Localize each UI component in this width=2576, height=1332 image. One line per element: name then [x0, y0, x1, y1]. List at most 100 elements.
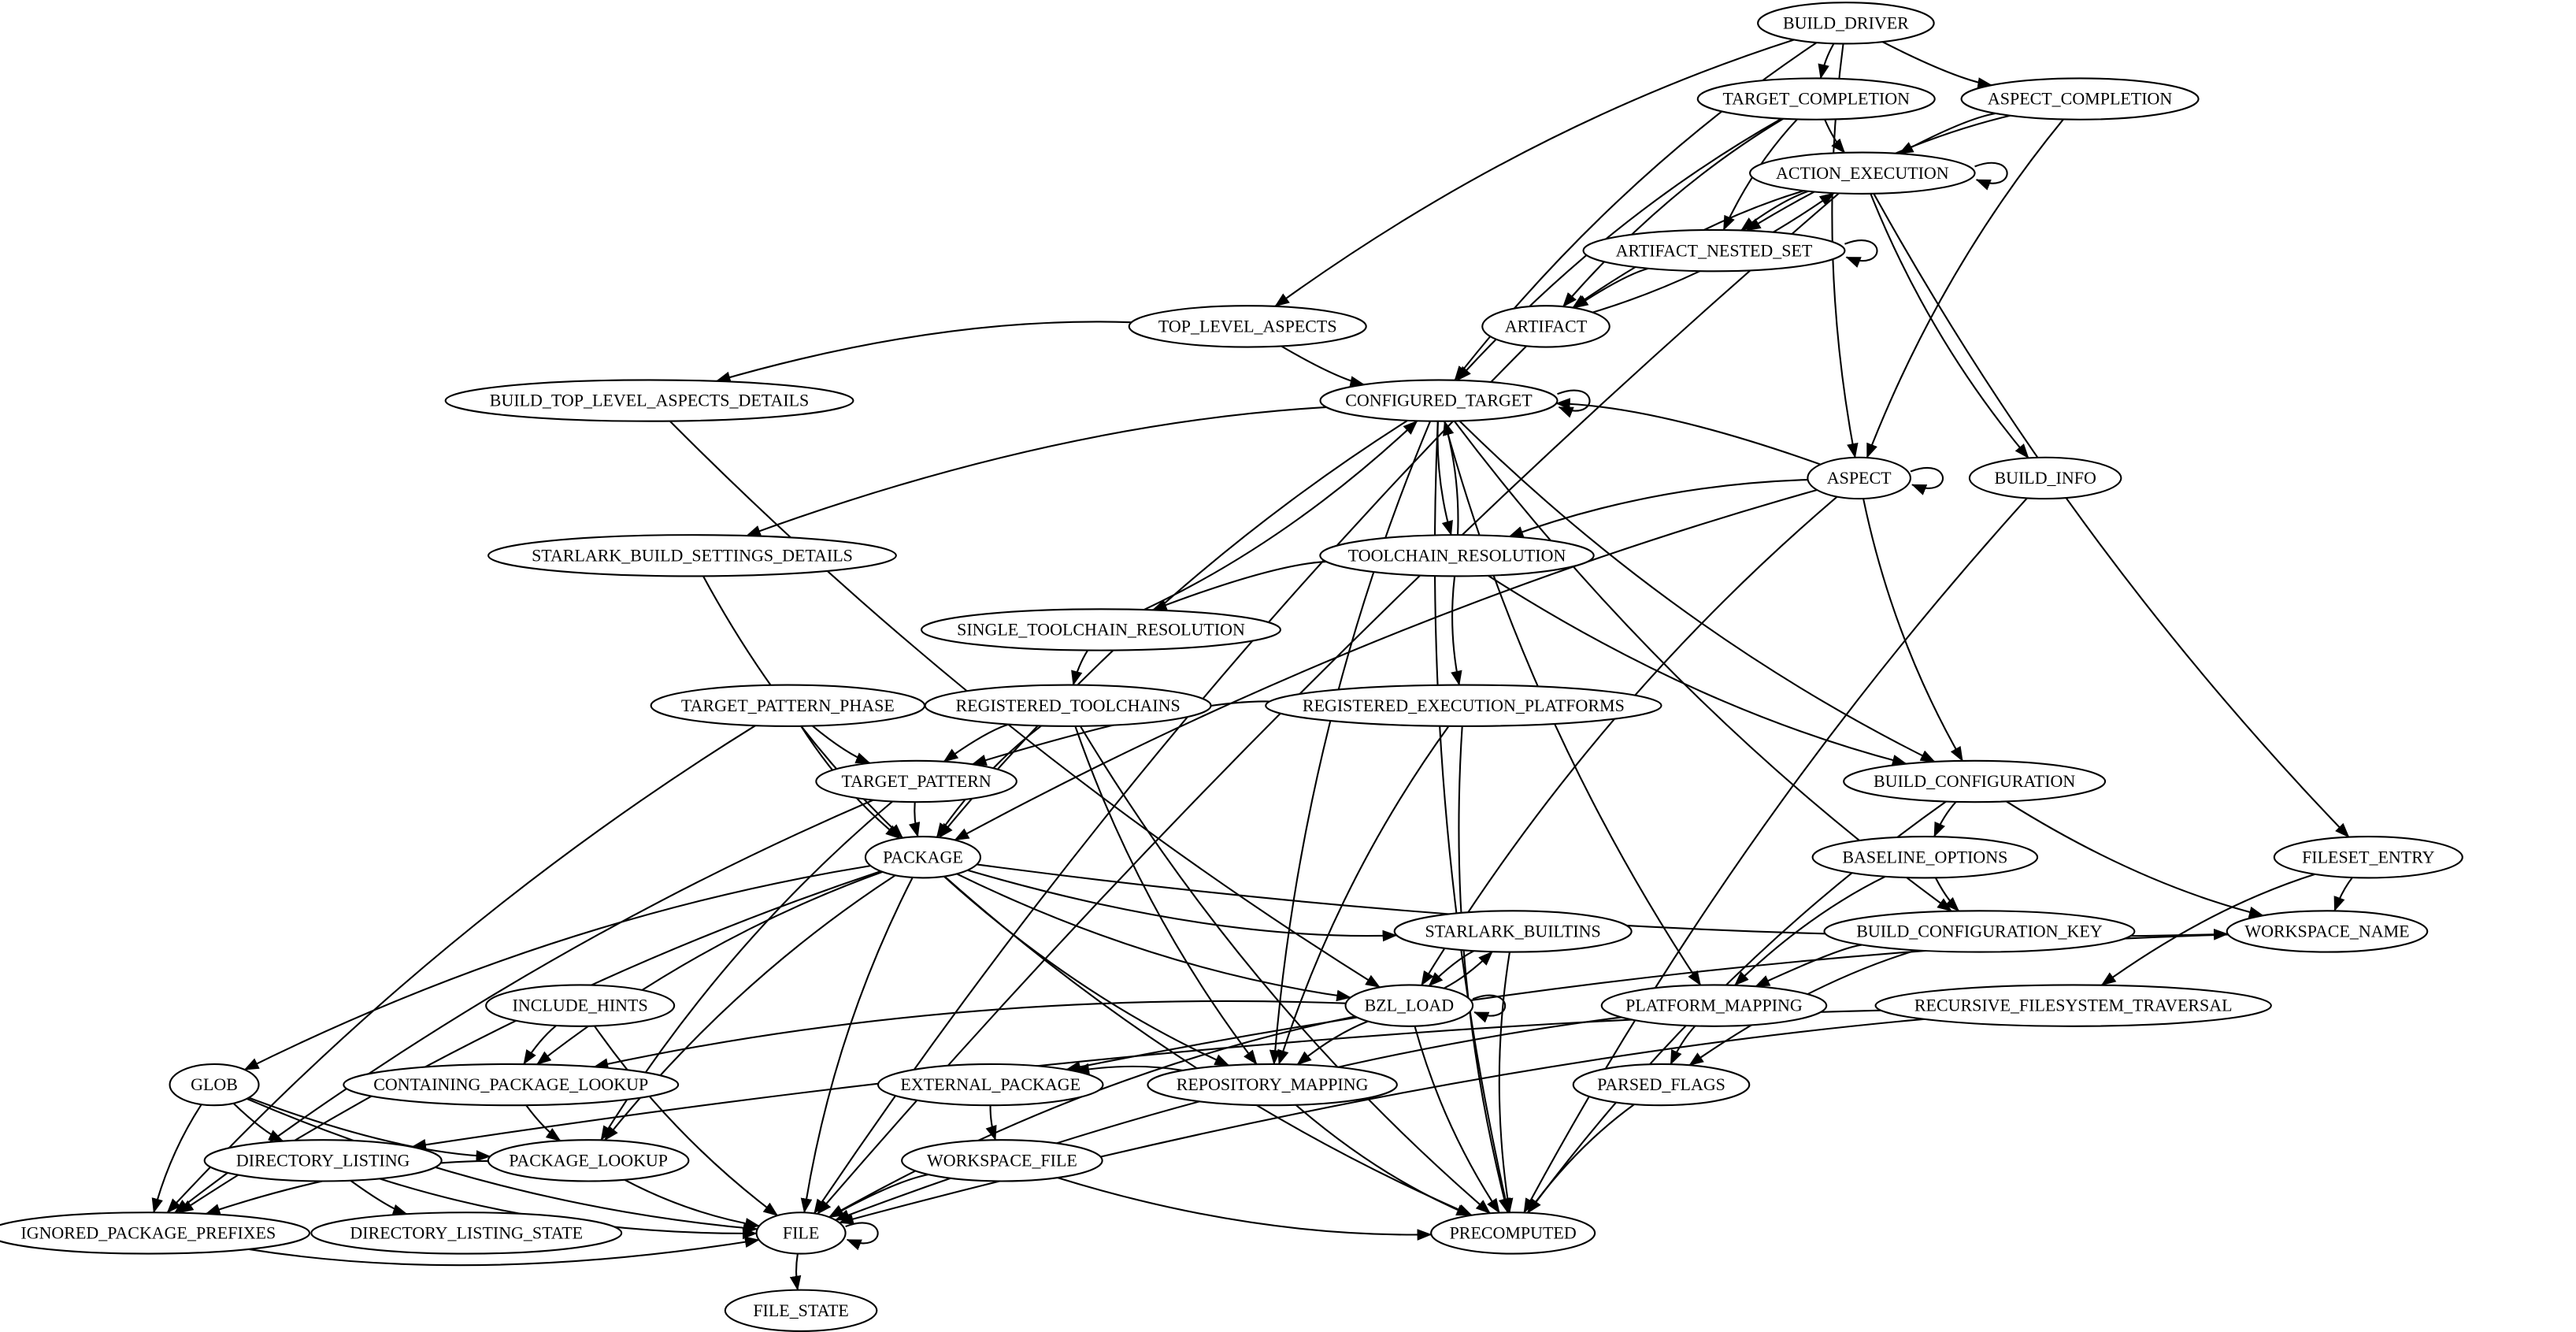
- node-ellipse-IGNORED_PACKAGE_PREFIXES: [0, 1211, 311, 1255]
- graph-node-ASPECT: ASPECT: [1807, 456, 1911, 500]
- node-ellipse-PRECOMPUTED: [1430, 1211, 1596, 1255]
- graph-edge-ACTION_EXECUTION-to-FILESET_ENTRY: [1873, 193, 2350, 838]
- graph-node-REGISTERED_EXECUTION_PLATFORMS: REGISTERED_EXECUTION_PLATFORMS: [1265, 684, 1662, 727]
- graph-edge-REPOSITORY_MAPPING-to-EXTERNAL_PACKAGE: [1074, 1063, 1184, 1075]
- node-ellipse-PARSED_FLAGS: [1572, 1063, 1751, 1107]
- graph-edge-PLATFORM_MAPPING-to-PARSED_FLAGS: [1670, 1025, 1696, 1066]
- graph-edge-REGISTERED_EXECUTION_PLATFORMS-to-REPOSITORY_MAPPING: [1277, 725, 1450, 1065]
- node-ellipse-STARLARK_BUILD_SETTINGS_DETAILS: [487, 534, 897, 577]
- graph-node-BUILD_DRIVER: BUILD_DRIVER: [1757, 2, 1935, 45]
- graph-node-TOOLCHAIN_RESOLUTION: TOOLCHAIN_RESOLUTION: [1319, 534, 1595, 577]
- graph-edge-CONFIGURED_TARGET-to-CONFIGURED_TARGET: [1557, 389, 1591, 418]
- graph-edge-BUILD_CONFIGURATION-to-WORKSPACE_NAME: [2005, 800, 2264, 918]
- node-label-IGNORED_PACKAGE_PREFIXES: IGNORED_PACKAGE_PREFIXES: [20, 1223, 276, 1243]
- node-label-TOP_LEVEL_ASPECTS: TOP_LEVEL_ASPECTS: [1158, 317, 1337, 336]
- graph-edge-BZL_LOAD-to-STARLARK_BUILTINS: [1444, 951, 1493, 989]
- graph-edge-RECURSIVE_FILESYSTEM_TRAVERSAL-to-FILE: [838, 1018, 1925, 1225]
- node-label-TARGET_COMPLETION: TARGET_COMPLETION: [1723, 89, 1911, 109]
- graph-node-TARGET_PATTERN: TARGET_PATTERN: [815, 759, 1017, 803]
- node-ellipse-ARTIFACT: [1481, 305, 1610, 348]
- graph-edge-GLOB-to-PACKAGE_LOOKUP: [248, 1096, 491, 1162]
- graph-edge-BUILD_INFO-to-PRECOMPUTED: [1523, 497, 2028, 1214]
- graph-edge-STARLARK_BUILTINS-to-PRECOMPUTED: [1498, 952, 1514, 1214]
- node-label-GLOB: GLOB: [191, 1074, 238, 1094]
- graph-edge-ASPECT-to-ASPECT: [1910, 466, 1944, 495]
- graph-edge-ARTIFACT_NESTED_SET-to-ARTIFACT_NESTED_SET: [1844, 239, 1878, 268]
- node-ellipse-ARTIFACT_NESTED_SET: [1582, 228, 1846, 273]
- graph-edge-IGNORED_PACKAGE_PREFIXES-to-FILE: [248, 1236, 760, 1267]
- node-ellipse-GLOB: [169, 1063, 260, 1107]
- node-ellipse-PLATFORM_MAPPING: [1600, 984, 1828, 1027]
- graph-edge-CONFIGURED_TARGET-to-STARLARK_BUILD_SETTINGS_DETAILS: [746, 406, 1327, 537]
- node-label-BUILD_TOP_LEVEL_ASPECTS_DETAILS: BUILD_TOP_LEVEL_ASPECTS_DETAILS: [490, 391, 809, 410]
- node-label-ACTION_EXECUTION: ACTION_EXECUTION: [1776, 163, 1949, 183]
- graph-node-DIRECTORY_LISTING_STATE: DIRECTORY_LISTING_STATE: [310, 1211, 623, 1255]
- graph-node-CONFIGURED_TARGET: CONFIGURED_TARGET: [1319, 379, 1559, 422]
- graph-edge-BUILD_DRIVER-to-ASPECT_COMPLETION: [1882, 41, 1993, 89]
- node-ellipse-ACTION_EXECUTION: [1749, 151, 1976, 195]
- node-label-FILE: FILE: [783, 1223, 819, 1243]
- graph-edge-BZL_LOAD-to-PRECOMPUTED: [1414, 1026, 1500, 1214]
- graph-edge-BUILD_DRIVER-to-TARGET_COMPLETION: [1818, 43, 1835, 80]
- graph-node-TARGET_COMPLETION: TARGET_COMPLETION: [1696, 77, 1936, 121]
- graph-edge-TARGET_PATTERN_PHASE-to-IGNORED_PACKAGE_PREFIXES: [166, 725, 756, 1214]
- node-ellipse-WORKSPACE_NAME: [2226, 910, 2429, 953]
- graph-edge-ACTION_EXECUTION-to-ARTIFACT_NESTED_SET: [1740, 190, 1809, 232]
- graph-node-TOP_LEVEL_ASPECTS: TOP_LEVEL_ASPECTS: [1128, 305, 1367, 348]
- graph-edge-PARSED_FLAGS-to-PRECOMPUTED: [1526, 1104, 1635, 1214]
- graph-edge-PACKAGE-to-CONTAINING_PACKAGE_LOOKUP: [536, 870, 883, 1066]
- node-ellipse-BASELINE_OPTIONS: [1811, 836, 2039, 879]
- node-label-REGISTERED_EXECUTION_PLATFORMS: REGISTERED_EXECUTION_PLATFORMS: [1303, 696, 1625, 715]
- graph-node-STARLARK_BUILTINS: STARLARK_BUILTINS: [1393, 910, 1633, 953]
- graph-edge-INCLUDE_HINTS-to-FILE: [594, 1025, 779, 1217]
- node-label-PLATFORM_MAPPING: PLATFORM_MAPPING: [1625, 996, 1803, 1015]
- node-label-EXTERNAL_PACKAGE: EXTERNAL_PACKAGE: [900, 1074, 1080, 1094]
- node-label-ASPECT_COMPLETION: ASPECT_COMPLETION: [1988, 89, 2172, 109]
- node-label-PACKAGE: PACKAGE: [883, 847, 963, 866]
- node-ellipse-WORKSPACE_FILE: [901, 1139, 1103, 1182]
- node-label-PACKAGE_LOOKUP: PACKAGE_LOOKUP: [509, 1150, 668, 1170]
- node-ellipse-INCLUDE_HINTS: [485, 984, 676, 1027]
- graph-edge-REPOSITORY_MAPPING-to-PRECOMPUTED: [1295, 1104, 1472, 1216]
- graph-edge-GLOB-to-FILE: [246, 1097, 758, 1234]
- graph-edge-GLOB-to-DIRECTORY_LISTING: [232, 1102, 284, 1142]
- node-ellipse-FILE_STATE: [724, 1289, 878, 1332]
- graph-edge-ACTION_EXECUTION-to-FILE: [817, 192, 1840, 1215]
- node-ellipse-TARGET_COMPLETION: [1696, 77, 1936, 121]
- graph-node-BUILD_INFO: BUILD_INFO: [1968, 456, 2122, 500]
- node-label-DIRECTORY_LISTING_STATE: DIRECTORY_LISTING_STATE: [350, 1223, 583, 1243]
- graph-node-TARGET_PATTERN_PHASE: TARGET_PATTERN_PHASE: [650, 684, 926, 727]
- node-ellipse-BUILD_INFO: [1968, 456, 2122, 500]
- node-label-TARGET_PATTERN: TARGET_PATTERN: [841, 771, 991, 791]
- graph-edge-REGISTERED_TOOLCHAINS-to-TARGET_PATTERN: [943, 723, 1009, 762]
- node-label-CONTAINING_PACKAGE_LOOKUP: CONTAINING_PACKAGE_LOOKUP: [373, 1074, 648, 1094]
- graph-node-FILESET_ENTRY: FILESET_ENTRY: [2273, 836, 2463, 879]
- node-ellipse-REGISTERED_TOOLCHAINS: [924, 684, 1212, 727]
- node-label-PARSED_FLAGS: PARSED_FLAGS: [1597, 1074, 1725, 1094]
- node-label-BUILD_CONFIGURATION_KEY: BUILD_CONFIGURATION_KEY: [1856, 922, 2103, 941]
- graph-edge-BZL_LOAD-to-BZL_LOAD: [1472, 994, 1507, 1023]
- node-ellipse-REGISTERED_EXECUTION_PLATFORMS: [1265, 684, 1662, 727]
- graph-edge-TOOLCHAIN_RESOLUTION-to-BUILD_CONFIGURATION: [1488, 574, 1907, 766]
- graph-edge-ASPECT-to-CONFIGURED_TARGET: [1555, 398, 1822, 466]
- graph-edge-ACTION_EXECUTION-to-BUILD_INFO: [1870, 193, 2029, 459]
- graph-edge-TOOLCHAIN_RESOLUTION-to-REGISTERED_EXECUTION_PLATFORMS: [1451, 576, 1462, 686]
- graph-edge-TOP_LEVEL_ASPECTS-to-CONFIGURED_TARGET: [1281, 345, 1366, 388]
- node-label-STARLARK_BUILD_SETTINGS_DETAILS: STARLARK_BUILD_SETTINGS_DETAILS: [532, 545, 853, 565]
- graph-edge-EXTERNAL_PACKAGE-to-WORKSPACE_FILE: [985, 1105, 997, 1141]
- graph-node-WORKSPACE_NAME: WORKSPACE_NAME: [2226, 910, 2429, 953]
- graph-edge-BASELINE_OPTIONS-to-PLATFORM_MAPPING: [1734, 875, 1886, 986]
- graph-edge-CONFIGURED_TARGET-to-BUILD_CONFIGURATION: [1458, 420, 1936, 763]
- graph-node-INCLUDE_HINTS: INCLUDE_HINTS: [485, 984, 676, 1027]
- node-label-RECURSIVE_FILESYSTEM_TRAVERSAL: RECURSIVE_FILESYSTEM_TRAVERSAL: [1914, 996, 2233, 1015]
- graph-edge-PACKAGE-to-STARLARK_BUILTINS: [967, 869, 1398, 942]
- graph-node-SINGLE_TOOLCHAIN_RESOLUTION: SINGLE_TOOLCHAIN_RESOLUTION: [921, 608, 1281, 651]
- node-label-CONFIGURED_TARGET: CONFIGURED_TARGET: [1345, 391, 1533, 410]
- graph-edge-GLOB-to-IGNORED_PACKAGE_PREFIXES: [151, 1104, 202, 1214]
- node-label-BASELINE_OPTIONS: BASELINE_OPTIONS: [1842, 847, 2007, 866]
- node-ellipse-PACKAGE: [864, 836, 982, 879]
- graph-edge-FILESET_ENTRY-to-RECURSIVE_FILESYSTEM_TRAVERSAL: [2100, 873, 2315, 986]
- graph-edge-TARGET_PATTERN-to-PACKAGE: [908, 802, 921, 838]
- node-label-FILESET_ENTRY: FILESET_ENTRY: [2302, 847, 2435, 866]
